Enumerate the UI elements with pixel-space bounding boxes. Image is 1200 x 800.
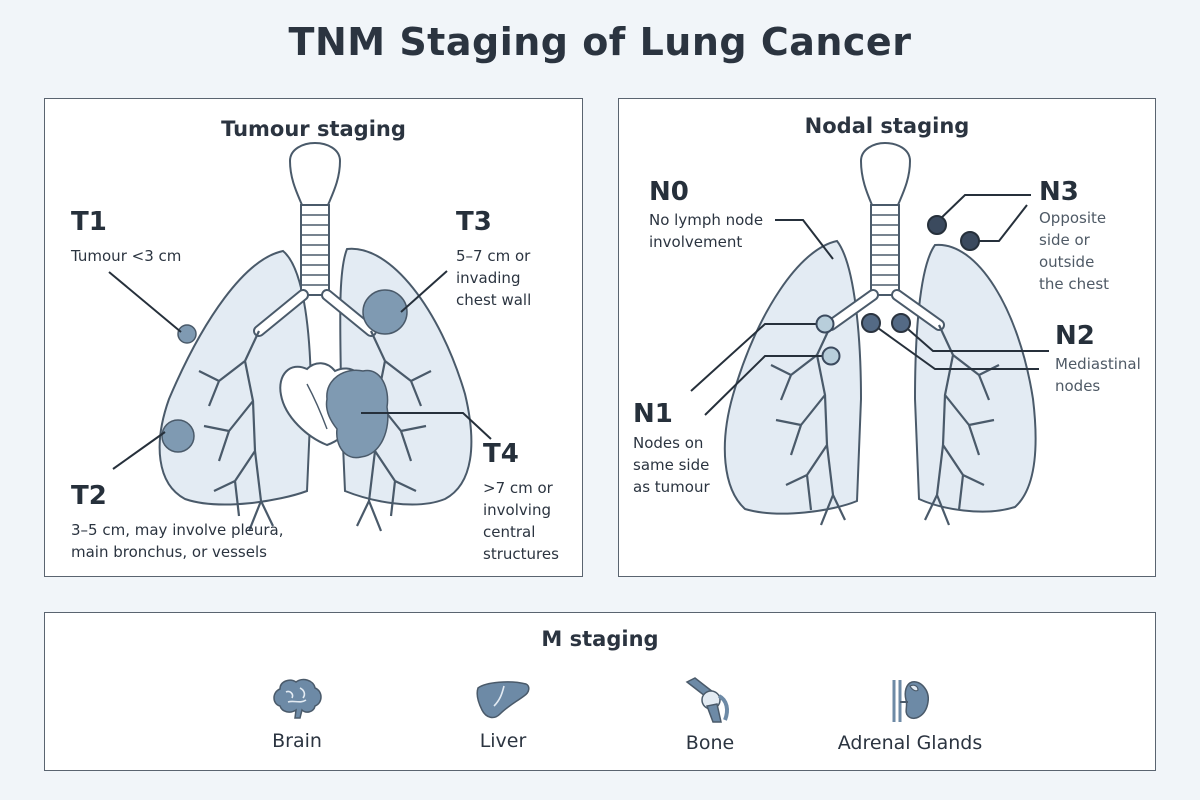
metastasis-site-adrenal-glands: Adrenal Glands — [810, 676, 1010, 754]
n1-node-lower — [821, 346, 841, 366]
n3-leader-b — [971, 204, 1028, 242]
nodal-staging-heading: Nodal staging — [804, 114, 970, 138]
n1-leader-b — [704, 355, 831, 416]
n2-leader-a — [870, 322, 1039, 370]
t1-description: Tumour <3 cm — [71, 247, 182, 265]
n1-leader-a — [690, 323, 825, 392]
t1-tumour — [177, 324, 197, 344]
n3-description: Opposite side or outside the chest — [1039, 209, 1110, 293]
n2-description: Mediastinal nodes — [1055, 355, 1141, 395]
metastasis-site-bone: Bone — [610, 676, 810, 754]
n1-label: N1 — [633, 399, 673, 429]
adrenal-glands-icon — [892, 680, 929, 722]
n2-node-right — [891, 313, 911, 333]
n3-node-upper — [927, 215, 947, 235]
n3-leader-a — [936, 194, 1031, 223]
trachea-n — [870, 204, 900, 296]
t2-tumour — [161, 419, 195, 453]
t1-label: T1 — [71, 207, 107, 237]
t4-tumour — [325, 369, 389, 459]
n2-node-left — [861, 313, 881, 333]
t4-label: T4 — [483, 439, 519, 469]
n1-description: Nodes on same side as tumour — [633, 434, 710, 496]
m-staging-heading: M staging — [541, 627, 659, 651]
left-lung-n — [723, 239, 863, 515]
page-title: TNM Staging of Lung Cancer — [288, 20, 912, 64]
n2-leader-b — [900, 322, 1049, 352]
nodal-lungs-illustration — [690, 141, 1049, 527]
t3-leader — [400, 270, 448, 313]
n3-label: N3 — [1039, 177, 1079, 207]
adrenal-glands-label: Adrenal Glands — [837, 732, 983, 754]
t4-description: >7 cm or involving central structures — [483, 479, 559, 563]
t2-description: 3–5 cm, may involve pleura, main bronchu… — [71, 521, 284, 561]
n0-label: N0 — [649, 177, 689, 207]
tumour-staging-heading: Tumour staging — [221, 117, 406, 141]
nodal-staging-panel: Nodal staging — [618, 98, 1156, 577]
larynx-n — [859, 141, 912, 206]
bone-label: Bone — [685, 732, 735, 754]
brain-label: Brain — [272, 730, 322, 752]
t3-description: 5–7 cm or invading chest wall — [456, 247, 532, 309]
n3-node-lower — [960, 231, 980, 251]
trachea — [300, 204, 330, 296]
n2-label: N2 — [1055, 321, 1095, 351]
t4-leader — [361, 412, 492, 440]
liver-icon — [476, 681, 530, 719]
t2-label: T2 — [71, 481, 107, 511]
t3-label: T3 — [456, 207, 492, 237]
metastasis-site-liver: Liver — [403, 676, 603, 752]
n0-leader — [775, 219, 834, 260]
metastasis-site-brain: Brain — [197, 676, 397, 752]
bone-icon — [685, 677, 729, 723]
larynx — [288, 141, 342, 206]
brain-icon — [273, 678, 322, 719]
t2-leader — [112, 431, 166, 470]
t1-leader — [108, 271, 182, 333]
tumour-lungs-illustration — [108, 141, 492, 533]
right-lung-n — [913, 243, 1037, 513]
n1-node-upper — [815, 314, 835, 334]
m-staging-panel: M staging — [44, 612, 1156, 771]
n0-description: No lymph node involvement — [649, 211, 764, 251]
liver-label: Liver — [479, 730, 527, 752]
tumour-staging-panel: Tumour staging — [44, 98, 583, 577]
t3-tumour — [362, 289, 408, 335]
